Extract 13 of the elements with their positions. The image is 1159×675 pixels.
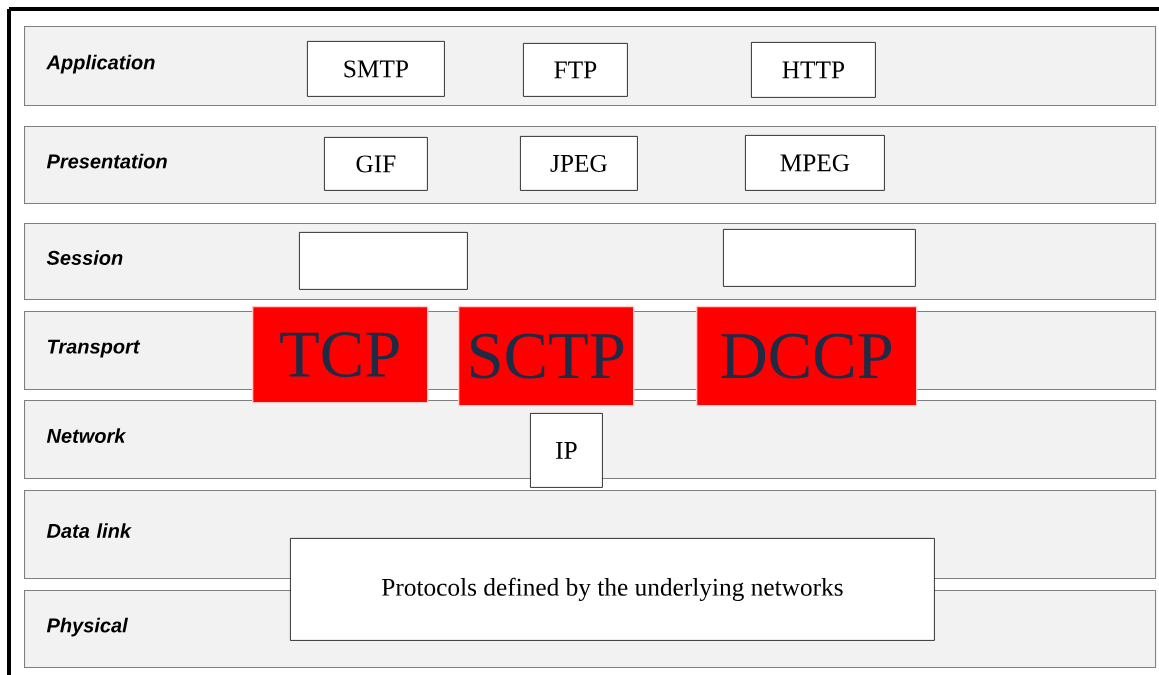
protocol-box: JPEG (520, 136, 638, 191)
note-box: Protocols defined by the underlying networks (290, 538, 935, 641)
protocol-box: FTP (523, 43, 628, 97)
protocol-box: SMTP (307, 41, 445, 97)
protocol-box: TCP (252, 306, 429, 404)
protocol-box: MPEG (745, 135, 885, 191)
protocol-box: GIF (324, 137, 428, 191)
protocol-box: DCCP (696, 306, 918, 407)
protocol-box (723, 229, 916, 287)
protocol-box (299, 232, 468, 290)
protocol-box: IP (530, 413, 603, 488)
protocol-box: SCTP (458, 306, 635, 407)
protocol-box: HTTP (751, 42, 876, 98)
